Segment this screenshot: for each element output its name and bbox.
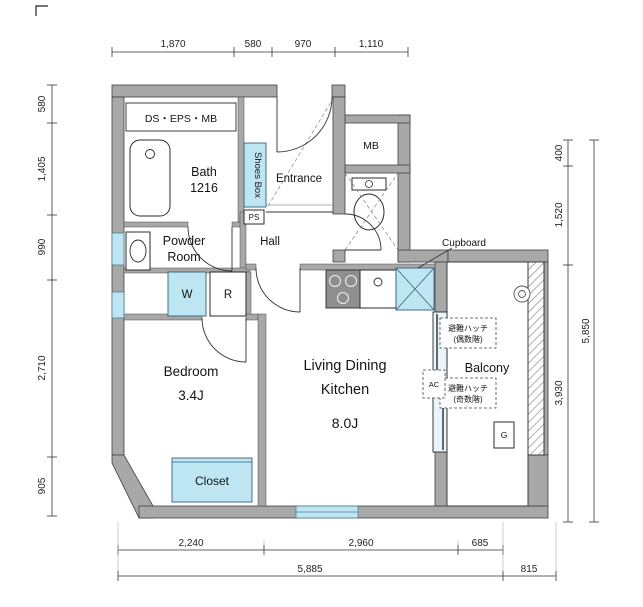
label-hatch-even-2: (偶数階) — [453, 334, 483, 344]
room-label-bedroom-size: 3.4J — [178, 388, 204, 403]
dim-left-5: 905 — [37, 477, 48, 494]
entrance-dashed-line — [267, 101, 332, 207]
vanity-icon — [125, 231, 151, 271]
dim-left-2: 1,405 — [37, 156, 48, 181]
ldk-door-arc — [255, 267, 301, 313]
drain-icon — [513, 285, 531, 303]
ps-box — [243, 209, 265, 225]
bathtub-icon — [129, 139, 171, 217]
room-label-ldk-size: 8.0J — [332, 415, 358, 431]
stove-icon — [325, 269, 361, 309]
dim-top-4: 1,110 — [359, 39, 384, 50]
ac-box — [422, 369, 446, 399]
fridge-box — [209, 271, 247, 317]
balcony-area — [439, 261, 545, 507]
dim-left-1: 580 — [37, 95, 48, 112]
room-label-ldk-2: Kitchen — [321, 382, 369, 398]
side-window — [111, 291, 125, 319]
dashed-diagonal — [344, 172, 399, 251]
dim-bottom-1: 2,240 — [178, 538, 203, 549]
fixtures — [125, 101, 453, 503]
entrance-door-arc — [276, 96, 333, 153]
closet-box — [171, 457, 253, 503]
dim-top-3: 970 — [295, 39, 312, 50]
bath-door-arc — [187, 226, 233, 272]
dim-right-2: 1,520 — [554, 202, 565, 227]
dim-right-outer: 5,850 — [581, 318, 592, 343]
dim-right-3: 3,930 — [554, 380, 565, 405]
toilet-icon — [351, 177, 387, 231]
dimension-lines — [47, 47, 599, 581]
label-hatch-odd-2: (奇数階) — [453, 394, 483, 404]
label-fridge: R — [224, 289, 232, 301]
dim-top-1: 1,870 — [160, 39, 185, 50]
label-ac: AC — [429, 380, 440, 389]
toilet-door-arc — [344, 213, 382, 251]
room-label-bedroom: Bedroom — [164, 364, 219, 379]
room-label-powder-2: Room — [167, 250, 200, 264]
kitchen-counter — [359, 269, 397, 309]
cupboard-leader-line — [417, 247, 453, 269]
doors — [187, 96, 382, 363]
gas-meter-box — [493, 421, 515, 449]
cupboard-box — [395, 267, 435, 311]
labels: DS・EPS・MB Bath 1216 Shoes Box PS Entranc… — [37, 39, 592, 575]
shoes-box — [243, 142, 267, 208]
room-label-balcony: Balcony — [465, 361, 510, 375]
room-label-mb: MB — [363, 140, 379, 152]
bedroom-door-arc — [201, 317, 247, 363]
hatch-even-box — [439, 317, 497, 349]
room-label-entrance: Entrance — [276, 173, 322, 185]
partition-hatch-strip — [527, 261, 545, 456]
label-hatch-even-1: 避難ハッチ — [448, 323, 488, 333]
room-label-ps: PS — [249, 213, 260, 222]
room-label-ldk-1: Living Dining — [303, 358, 386, 374]
label-gas-meter: G — [501, 430, 508, 440]
room-label-powder-1: Powder — [163, 234, 205, 248]
room-label-hall: Hall — [260, 236, 280, 248]
ds-eps-mb-box — [125, 102, 237, 132]
dim-bottom-balcony: 815 — [521, 564, 538, 575]
powder-window — [111, 232, 125, 266]
dim-left-4: 2,710 — [37, 355, 48, 380]
dim-bottom-total: 5,885 — [297, 564, 322, 575]
label-cupboard: Cupboard — [442, 238, 486, 249]
room-label-closet: Closet — [195, 474, 230, 488]
label-hatch-odd-1: 避難ハッチ — [448, 383, 488, 393]
dim-top-2: 580 — [245, 39, 262, 50]
room-label-shoes-box: Shoes Box — [252, 152, 263, 198]
dim-bottom-3: 685 — [472, 538, 489, 549]
room-label-bath: Bath — [191, 165, 217, 179]
room-label-ds-eps-mb: DS・EPS・MB — [145, 113, 217, 125]
washer-box — [167, 271, 207, 317]
room-label-bath-size: 1216 — [190, 181, 218, 195]
dim-left-3: 990 — [37, 238, 48, 255]
dim-bottom-2: 2,960 — [348, 538, 373, 549]
dim-right-1: 400 — [554, 144, 565, 161]
label-washer: W — [182, 289, 193, 301]
corner-mark — [35, 5, 48, 16]
